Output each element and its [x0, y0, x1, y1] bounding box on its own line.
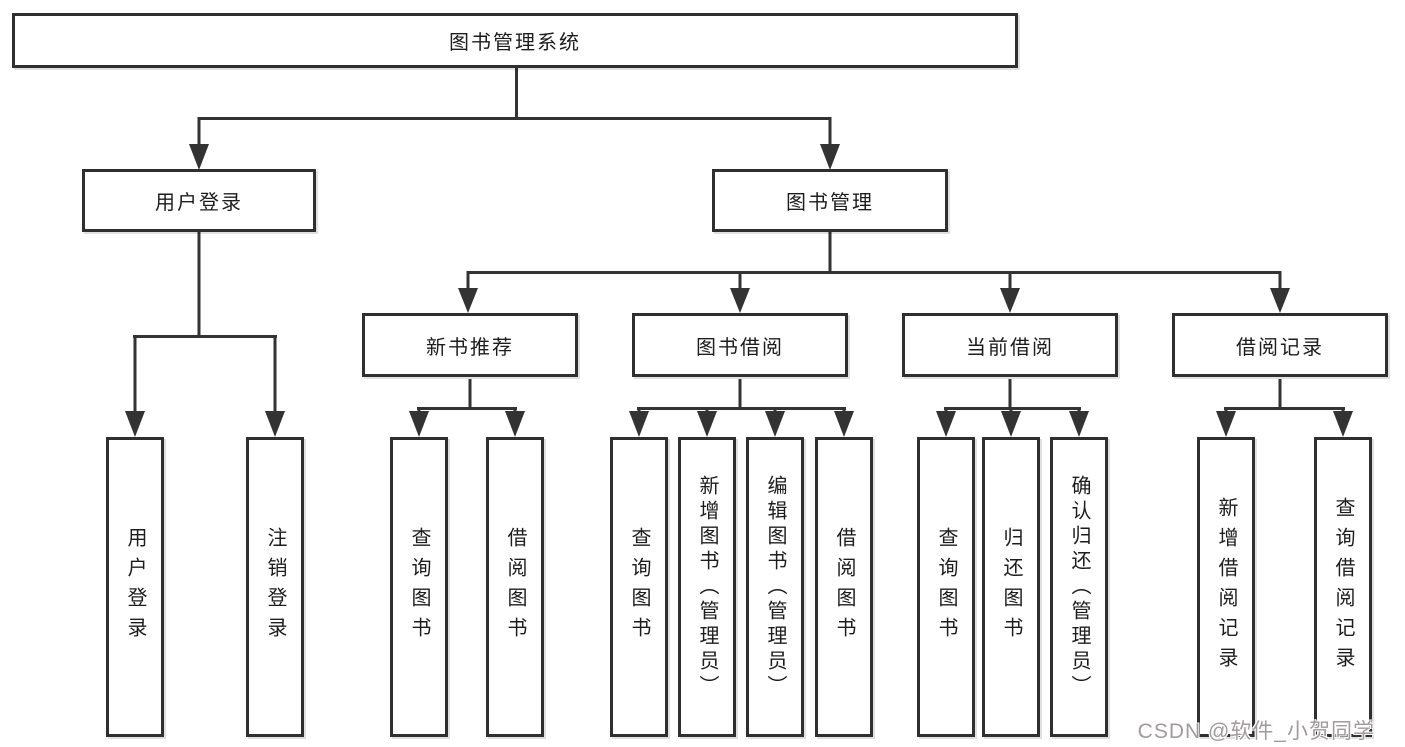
leaf-label: 借阅图书	[504, 527, 526, 647]
leaf-query-books-current: 查询图书	[917, 437, 975, 737]
leaf-label: 查询图书	[408, 527, 430, 647]
leaf-label: 编辑图书（管理员）	[764, 474, 786, 700]
leaf-add-book-admin: 新增图书（管理员）	[678, 437, 736, 737]
leaf-label: 新增图书（管理员）	[696, 474, 718, 700]
node-book-management: 图书管理	[712, 169, 948, 232]
leaf-label: 查询图书	[935, 527, 957, 647]
leaf-confirm-return-admin: 确认归还（管理员）	[1050, 437, 1108, 737]
leaf-borrow-books-recommend: 借阅图书	[486, 437, 544, 737]
node-book-borrow: 图书借阅	[632, 313, 848, 377]
leaf-borrow-books: 借阅图书	[815, 437, 873, 737]
node-current-borrow: 当前借阅	[902, 313, 1118, 377]
node-label: 用户登录	[155, 192, 243, 214]
node-borrow-records: 借阅记录	[1172, 313, 1388, 377]
leaf-label: 归还图书	[1000, 527, 1022, 647]
node-library-system: 图书管理系统	[12, 13, 1018, 68]
leaf-label: 新增借阅记录	[1215, 497, 1237, 677]
leaf-user-login: 用户登录	[106, 437, 164, 737]
leaf-label: 查询借阅记录	[1332, 497, 1354, 677]
leaf-edit-book-admin: 编辑图书（管理员）	[746, 437, 804, 737]
node-label: 当前借阅	[966, 336, 1054, 359]
node-user-login: 用户登录	[82, 169, 316, 232]
leaf-label: 查询图书	[628, 527, 650, 647]
leaf-label: 借阅图书	[833, 527, 855, 647]
leaf-query-borrow-record: 查询借阅记录	[1314, 437, 1372, 737]
node-label: 新书推荐	[426, 336, 514, 359]
node-label: 图书管理	[786, 192, 874, 214]
node-label: 图书管理系统	[449, 32, 581, 54]
leaf-query-books-recommend: 查询图书	[390, 437, 448, 737]
leaf-add-borrow-record: 新增借阅记录	[1197, 437, 1255, 737]
leaf-query-books-borrow: 查询图书	[610, 437, 668, 737]
node-new-book-recommend: 新书推荐	[362, 313, 578, 377]
leaf-label: 注销登录	[264, 527, 286, 647]
node-label: 图书借阅	[696, 336, 784, 359]
leaf-return-books: 归还图书	[982, 437, 1040, 737]
node-label: 借阅记录	[1236, 336, 1324, 359]
leaf-logout-login: 注销登录	[246, 437, 304, 737]
leaf-label: 确认归还（管理员）	[1068, 474, 1090, 700]
watermark: CSDN @软件_小贺同学	[1137, 720, 1375, 743]
leaf-label: 用户登录	[124, 527, 146, 647]
